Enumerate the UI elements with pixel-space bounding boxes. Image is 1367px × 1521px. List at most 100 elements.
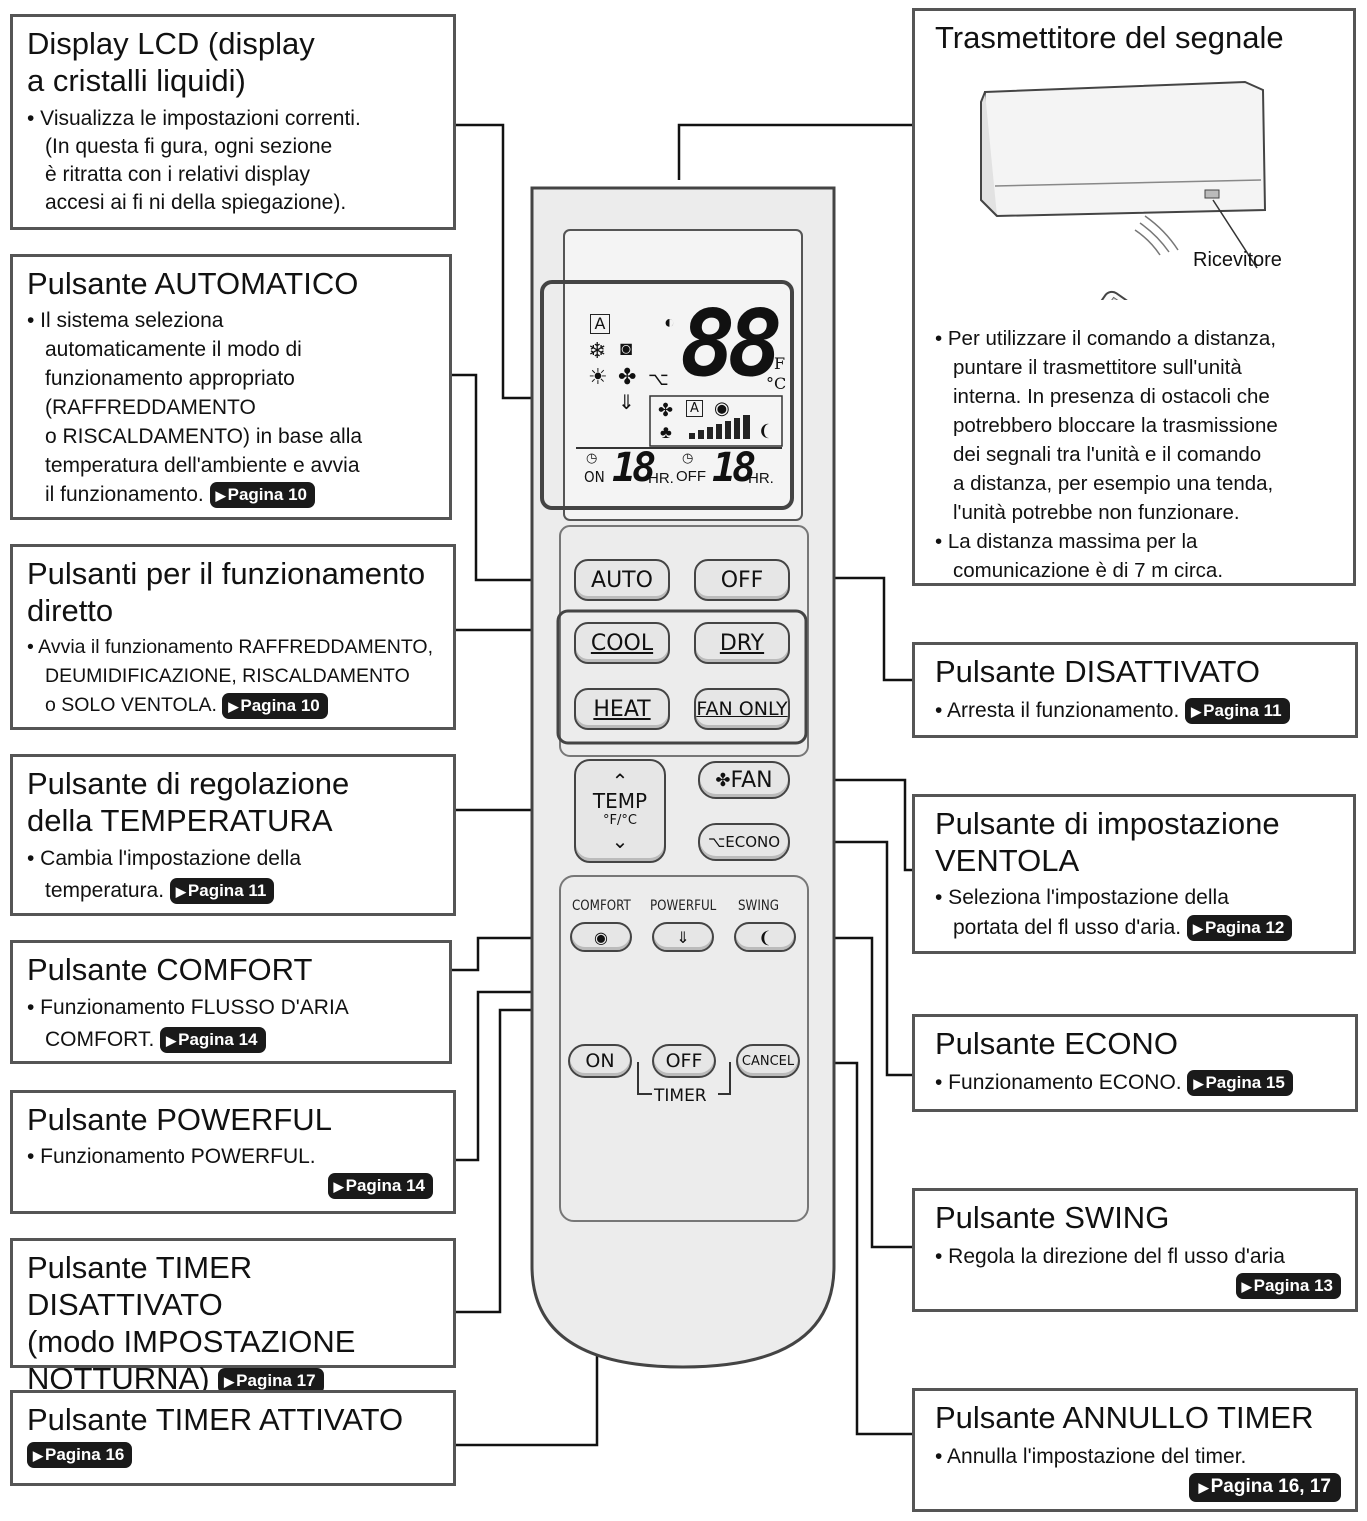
temp-callout: Pulsante di regolazione della TEMPERATUR… bbox=[10, 754, 456, 916]
lcd-off-hr: HR. bbox=[748, 470, 774, 487]
econo-button[interactable]: ⌥ECONO bbox=[698, 823, 790, 861]
timer-off-page-ref: Pagina 17 bbox=[218, 1367, 324, 1394]
comfort-label: COMFORT bbox=[572, 898, 631, 914]
auto-callout: Pulsante AUTOMATICO • Il sistema selezio… bbox=[10, 254, 452, 520]
timer-on-button[interactable]: ON bbox=[568, 1044, 632, 1078]
lcd-title-2: a cristalli liquidi) bbox=[27, 63, 246, 98]
heat-button-label: HEAT bbox=[593, 696, 651, 722]
line-transmitter bbox=[677, 123, 912, 180]
timer-on-title: Pulsante TIMER ATTIVATO bbox=[27, 1402, 404, 1437]
transmitter-desc-1-7: l'unità potrebbe non funzionare. bbox=[953, 501, 1240, 524]
swing-button[interactable]: ❨ bbox=[734, 922, 796, 952]
temp-desc-1: • Cambia l'impostazione della bbox=[27, 847, 301, 870]
fan-only-button[interactable]: FAN ONLY bbox=[694, 688, 790, 730]
econo-callout: Pulsante ECONO • Funzionamento ECONO. Pa… bbox=[912, 1014, 1358, 1112]
auto-desc-4: (RAFFREDDAMENTO bbox=[45, 396, 256, 419]
off-desc: • Arresta il funzionamento. Pagina 11 bbox=[935, 696, 1341, 725]
swing-callout: Pulsante SWING • Regola la direzione del… bbox=[912, 1188, 1358, 1312]
line-off bbox=[798, 576, 912, 682]
powerful-icon: ⇓ bbox=[618, 392, 635, 414]
powerful-icon-btn: ⇓ bbox=[676, 927, 690, 947]
line-econo bbox=[800, 840, 912, 1077]
chevron-down-icon: ⌄ bbox=[611, 829, 629, 853]
swing-page-wrap: Pagina 13 bbox=[935, 1273, 1341, 1299]
temp-button-label: TEMP bbox=[592, 789, 648, 813]
lcd-desc-4: accesi ai fi ni della spiegazione). bbox=[45, 191, 347, 214]
fan-desc: • Seleziona l'impostazione della portata… bbox=[935, 883, 1339, 943]
line-swing bbox=[800, 936, 912, 1249]
temp-button[interactable]: ⌃ TEMP °F/°C ⌄ bbox=[574, 759, 666, 863]
line-auto bbox=[452, 373, 568, 582]
econo-icon: ⌥ bbox=[648, 369, 669, 389]
transmitter-desc-1-4: potrebbero bloccare la trasmissione bbox=[953, 414, 1278, 437]
auto-desc-1: • Il sistema seleziona bbox=[27, 309, 224, 332]
auto-desc-6: temperatura dell'ambiente e avvia bbox=[45, 454, 360, 477]
direct-title-2: diretto bbox=[27, 593, 114, 628]
transmitter-desc-1: • Per utilizzare il comando a distanza, … bbox=[935, 324, 1339, 585]
cool-button-label: COOL bbox=[590, 630, 654, 656]
lcd-off-label: OFF bbox=[676, 468, 706, 485]
off-button[interactable]: OFF bbox=[694, 559, 790, 601]
auto-title: Pulsante AUTOMATICO bbox=[27, 266, 359, 301]
comfort-desc-1: • Funzionamento FLUSSO D'ARIA bbox=[27, 996, 349, 1019]
chevron-up-icon: ⌃ bbox=[611, 769, 629, 793]
fan-button[interactable]: ✤FAN bbox=[698, 761, 790, 799]
transmitter-desc-2-2: comunicazione è di 7 m circa. bbox=[953, 559, 1224, 582]
timer-off-callout: Pulsante TIMER DISATTIVATO (modo IMPOSTA… bbox=[10, 1238, 456, 1396]
econo-desc-1: • Funzionamento ECONO. bbox=[935, 1071, 1182, 1094]
lcd-desc-1: • Visualizza le impostazioni correnti. bbox=[27, 107, 361, 130]
off-page-ref: Pagina 11 bbox=[1185, 698, 1290, 725]
timer-cancel-button[interactable]: CANCEL bbox=[736, 1044, 800, 1078]
powerful-desc-1: • Funzionamento POWERFUL. bbox=[27, 1145, 316, 1168]
powerful-button[interactable]: ⇓ bbox=[652, 922, 714, 952]
powerful-title: Pulsante POWERFUL bbox=[27, 1102, 332, 1137]
direct-page-ref: Pagina 10 bbox=[222, 692, 328, 719]
cool-button[interactable]: COOL bbox=[574, 622, 670, 664]
lcd-unit-f: °F bbox=[766, 354, 786, 373]
sun-icon: ☀ bbox=[588, 364, 608, 389]
swing-icon: ❨ bbox=[758, 927, 772, 947]
lcd-fan-icon: ✤ bbox=[658, 400, 674, 420]
fan-callout: Pulsante di impostazione VENTOLA • Selez… bbox=[912, 794, 1356, 954]
temp-desc: • Cambia l'impostazione della temperatur… bbox=[27, 843, 439, 907]
direct-callout: Pulsanti per il funzionamento diretto • … bbox=[10, 544, 456, 730]
temp-desc-2: temperatura. bbox=[45, 879, 165, 902]
swing-desc: • Regola la direzione del fl usso d'aria bbox=[935, 1242, 1341, 1271]
timer-bracket bbox=[637, 1062, 731, 1095]
lcd-on-hr: HR. bbox=[648, 470, 674, 487]
econo-title: Pulsante ECONO bbox=[935, 1026, 1178, 1061]
swing-desc-1: • Regola la direzione del fl usso d'aria bbox=[935, 1245, 1285, 1268]
lcd-desc: • Visualizza le impostazioni correnti. (… bbox=[27, 105, 439, 217]
heat-button[interactable]: HEAT bbox=[574, 688, 670, 730]
temp-title-2: della TEMPERATURA bbox=[27, 803, 333, 838]
lcd-callout: Display LCD (display a cristalli liquidi… bbox=[10, 14, 456, 230]
clock-icon-off: ◷ bbox=[682, 450, 694, 465]
swing-title: Pulsante SWING bbox=[935, 1200, 1170, 1235]
line-fan bbox=[800, 778, 912, 872]
lcd-on-hours: 18 bbox=[612, 445, 656, 491]
snowflake-icon: ❄ bbox=[588, 338, 607, 363]
timer-off-button[interactable]: OFF bbox=[652, 1044, 716, 1078]
timer-off-title-2: (modo IMPOSTAZIONE bbox=[27, 1324, 356, 1359]
clock-icon-on: ◷ bbox=[586, 450, 598, 465]
remote-control: A ❄ ☀ ✤ ⇓ ◙ ⌥ ◐ 88 ▲ °F °C ✤ A ◉ ♣ ❨ ◷ O… bbox=[530, 186, 836, 1369]
fan-desc-2: portata del fl usso d'aria. bbox=[953, 916, 1182, 939]
transmitter-desc-1-1: • Per utilizzare il comando a distanza, bbox=[935, 327, 1277, 350]
fan-button-icon: ✤ bbox=[715, 769, 731, 791]
auto-desc-2: automaticamente il modo di bbox=[45, 338, 302, 361]
dry-button[interactable]: DRY bbox=[694, 622, 790, 664]
timer-off-title-1: Pulsante TIMER DISATTIVATO bbox=[27, 1250, 253, 1322]
comfort-button[interactable]: ◉ bbox=[570, 922, 632, 952]
comfort-title: Pulsante COMFORT bbox=[27, 952, 313, 987]
fan-page-ref: Pagina 12 bbox=[1186, 915, 1293, 942]
auto-desc-3: funzionamento appropriato bbox=[45, 367, 295, 390]
comfort-callout: Pulsante COMFORT • Funzionamento FLUSSO … bbox=[10, 940, 452, 1064]
transmitter-desc-1-5: dei segnali tra l'unità e il comando bbox=[953, 443, 1262, 466]
econo-button-icon: ⌥ bbox=[707, 833, 726, 851]
powerful-callout: Pulsante POWERFUL • Funzionamento POWERF… bbox=[10, 1090, 456, 1214]
lcd-title-1: Display LCD (display bbox=[27, 26, 315, 61]
auto-button[interactable]: AUTO bbox=[574, 559, 670, 601]
transmitter-desc-2-1: • La distanza massima per la bbox=[935, 530, 1198, 553]
timer-on-page-wrap: Pagina 16 bbox=[27, 1442, 439, 1468]
powerful-desc: • Funzionamento POWERFUL. bbox=[27, 1142, 439, 1171]
